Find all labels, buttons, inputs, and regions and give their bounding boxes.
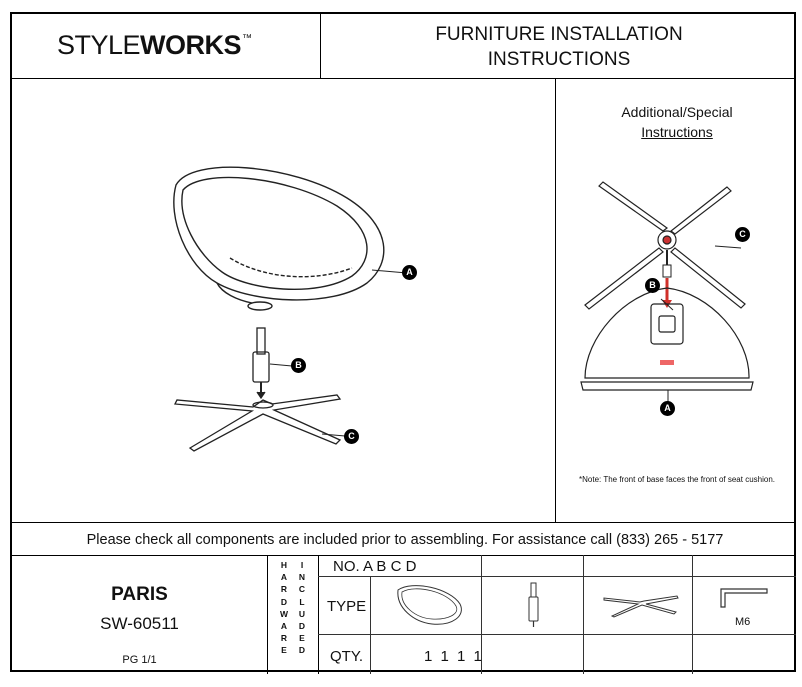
hw-letter: R [280, 584, 288, 595]
inc-letter: D [298, 621, 306, 632]
brand-tm: ™ [242, 33, 252, 44]
special-callout-b: B [645, 278, 660, 293]
hw-letter: E [281, 645, 287, 656]
no-value-a: A [363, 558, 373, 575]
callout-a: A [402, 265, 417, 280]
table-row-line-1 [318, 576, 796, 577]
hw-letter: W [279, 608, 289, 619]
brand-logo: STYLEWORKS™ [57, 30, 252, 61]
special-callout-c: C [735, 227, 750, 242]
no-label: NO. [333, 558, 360, 575]
gas-lift-illustration [252, 327, 270, 400]
check-top-line [12, 522, 796, 523]
special-leader-b [660, 298, 674, 311]
callout-c: C [344, 429, 359, 444]
thumb-gas-lift-icon [528, 582, 539, 627]
table-col-line-2 [481, 555, 482, 674]
thumb-base-icon [603, 595, 679, 618]
no-value-c: C [390, 558, 402, 575]
qty-value-c: 1 [457, 648, 468, 665]
seat-illustration [173, 166, 385, 311]
leader-c [321, 433, 346, 437]
table-col-line-1 [370, 576, 371, 674]
special-assembly-diagram [580, 181, 754, 408]
inc-letter: N [298, 572, 306, 583]
inc-letter: E [299, 633, 305, 644]
header-split [320, 14, 321, 78]
qty-value-d: 1 [473, 648, 484, 665]
brand-bold: WORKS [140, 30, 242, 60]
special-note: *Note: The front of base faces the front… [579, 475, 775, 484]
inc-letter: I [300, 560, 304, 570]
inc-letter: D [298, 645, 306, 656]
table-row-line-2 [318, 634, 796, 635]
special-callout-a: A [660, 401, 675, 416]
hw-letter: H [280, 560, 288, 570]
title-line-1: FURNITURE INSTALLATION [435, 24, 683, 45]
table-col-line-3 [583, 555, 584, 674]
thumb-hex-key-icon [720, 588, 768, 608]
product-split [267, 555, 268, 674]
title-line-2: INSTRUCTIONS [487, 49, 631, 70]
included-vertical-label: I N C L U D E D [293, 559, 311, 657]
leader-a [371, 269, 408, 274]
check-bottom-line [12, 555, 796, 556]
table-no-row: NO. A B C D [333, 558, 416, 575]
thumb-seat-icon [397, 585, 462, 625]
header-divider [12, 78, 796, 79]
product-name: PARIS [111, 584, 168, 605]
inc-letter: L [299, 596, 305, 607]
no-value-b: B [376, 558, 387, 575]
leader-b [269, 363, 293, 367]
special-gas-lift-illustration [662, 250, 672, 308]
special-heading: Additional/Special Instructions [557, 102, 797, 142]
special-heading-line-1: Additional/Special [621, 104, 733, 120]
main-assembly-diagram [173, 166, 408, 452]
type-label: TYPE [327, 598, 367, 615]
special-base-illustration [584, 181, 746, 310]
instruction-sheet: STYLEWORKS™ FURNITURE INSTALLATION INSTR… [10, 12, 797, 674]
qty-label: QTY. [330, 648, 364, 665]
product-sku: SW-60511 [100, 614, 179, 633]
qty-value-a: 1 [424, 648, 435, 665]
page-title: FURNITURE INSTALLATION INSTRUCTIONS [322, 22, 796, 72]
special-heading-line-2: Instructions [641, 124, 713, 140]
brand-light: STYLE [57, 30, 141, 60]
hardware-vertical-label: H A R D W A R E [275, 559, 293, 657]
hardware-label-m6: M6 [735, 616, 751, 628]
qty-values: 1 1 1 1 [424, 648, 484, 665]
hw-letter: D [280, 596, 288, 607]
inc-letter: U [298, 608, 306, 619]
hw-letter: A [280, 621, 288, 632]
hw-letter: R [280, 633, 288, 644]
table-col-line-4 [692, 555, 693, 674]
qty-value-b: 1 [440, 648, 451, 665]
page-number: PG 1/1 [122, 654, 157, 666]
callout-b: B [291, 358, 306, 373]
inc-letter: C [298, 584, 306, 595]
hardware-split [318, 555, 319, 674]
base-illustration [173, 394, 342, 452]
no-value-d: D [405, 558, 417, 575]
special-split [555, 78, 556, 522]
special-leader-c [714, 245, 742, 249]
hw-letter: A [280, 572, 288, 583]
check-components-text: Please check all components are included… [86, 532, 724, 548]
